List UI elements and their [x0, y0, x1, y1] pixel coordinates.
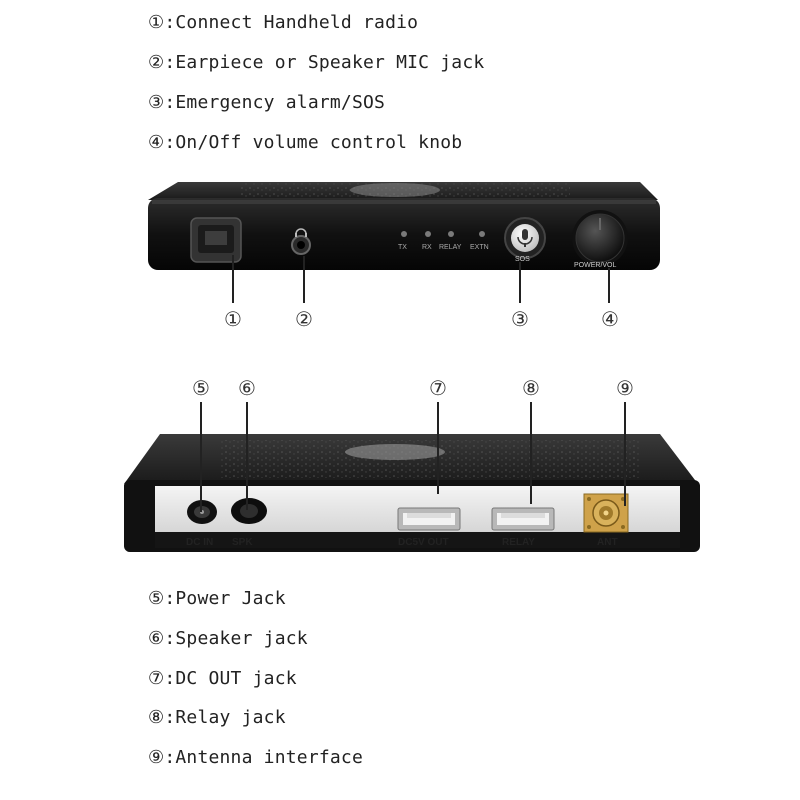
callout-number-6: ⑥: [238, 376, 256, 400]
antenna-connector[interactable]: [583, 493, 629, 533]
callout-number-7: ⑦: [429, 376, 447, 400]
callout-line-3: [519, 262, 521, 303]
earpiece-jack[interactable]: [291, 228, 311, 255]
led-label-tx: TX: [398, 244, 407, 251]
callout-line-9: [624, 402, 626, 506]
callout-line-2: [303, 256, 305, 303]
callout-number-3: ③: [511, 307, 529, 331]
legend-item-power-jack: ⑤:Power Jack: [148, 588, 286, 609]
power-volume-knob[interactable]: [572, 210, 628, 266]
led-label-rx: RX: [422, 244, 432, 251]
callout-line-7: [437, 402, 439, 494]
callout-number-9: ⑨: [616, 376, 634, 400]
sos-label: SOS: [515, 256, 530, 263]
legend-item-antenna: ⑨:Antenna interface: [148, 747, 364, 768]
led-label-relay: RELAY: [439, 244, 462, 251]
dc5v-out-usb[interactable]: [397, 507, 461, 531]
callout-line-5: [200, 402, 202, 512]
callout-number-4: ④: [601, 307, 619, 331]
callout-line-8: [530, 402, 532, 504]
callout-line-6: [246, 402, 248, 510]
radio-connector-port[interactable]: [190, 217, 242, 263]
dc-in-jack[interactable]: [187, 500, 217, 524]
led-label-extn: EXTN: [470, 244, 489, 251]
callout-number-1: ①: [224, 307, 242, 331]
port-label-dc-in: DC IN: [186, 537, 214, 548]
legend-item-sos: ③:Emergency alarm/SOS: [148, 92, 386, 113]
callout-line-1: [232, 255, 234, 303]
legend-item-connect-radio: ①:Connect Handheld radio: [148, 12, 419, 33]
knob-label: POWER/VOL: [574, 262, 617, 269]
legend-item-dc-out-jack: ⑦:DC OUT jack: [148, 668, 297, 689]
legend-item-relay-jack: ⑧:Relay jack: [148, 707, 286, 728]
status-leds: [401, 231, 485, 237]
port-label-spk: SPK: [232, 537, 253, 548]
callout-number-5: ⑤: [192, 376, 210, 400]
port-label-relay: RELAY: [502, 537, 535, 548]
rear-device: [124, 434, 700, 552]
callout-number-8: ⑧: [522, 376, 540, 400]
legend-item-speaker-jack: ⑥:Speaker jack: [148, 628, 308, 649]
callout-line-4: [608, 268, 610, 303]
port-label-ant: ANT: [597, 537, 618, 548]
port-label-dc5v-out: DC5V OUT: [398, 537, 449, 548]
speaker-jack[interactable]: [231, 498, 267, 524]
relay-usb[interactable]: [491, 507, 555, 531]
front-device: [148, 182, 660, 270]
callout-number-2: ②: [295, 307, 313, 331]
legend-item-volume-knob: ④:On/Off volume control knob: [148, 132, 463, 153]
sos-button[interactable]: [504, 217, 546, 259]
legend-item-earpiece-jack: ②:Earpiece or Speaker MIC jack: [148, 52, 485, 73]
